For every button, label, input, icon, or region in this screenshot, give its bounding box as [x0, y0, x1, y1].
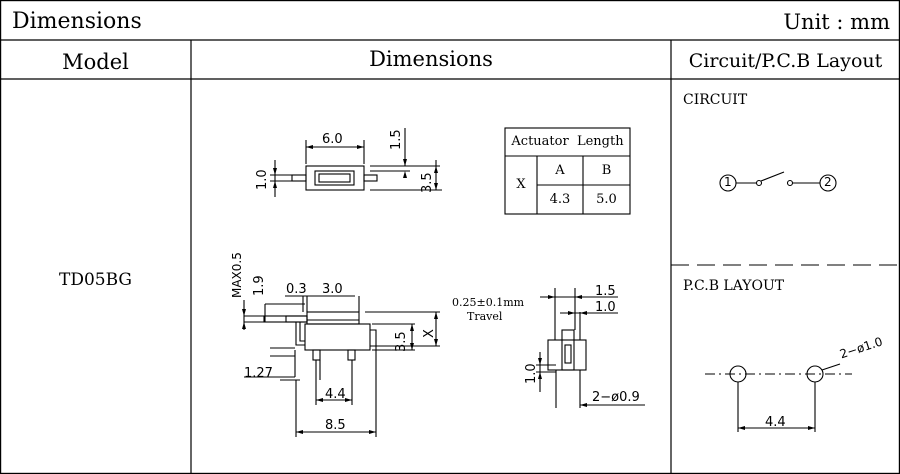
dim-width-label: 6.0	[322, 132, 343, 147]
circuit-symbol	[719, 171, 837, 192]
column-header-dimensions: Dimensions	[369, 47, 493, 71]
end-view-arrows	[538, 295, 587, 407]
travel-label: Travel	[467, 310, 503, 323]
column-header-circuit: Circuit/P.C.B Layout	[688, 50, 883, 72]
dim-03-label: 0.3	[286, 282, 307, 297]
pcb-arrows	[738, 426, 815, 430]
circuit-pin1: 1	[724, 175, 732, 189]
end-dim-10v-label: 1.0	[524, 363, 539, 384]
dim-x-label: X	[422, 329, 437, 338]
circuit-label: CIRCUIT	[683, 92, 748, 108]
actuator-table-grid	[504, 127, 631, 215]
dim-85-label: 8.5	[325, 418, 346, 433]
dim-left-label: 1.0	[255, 169, 270, 190]
end-dim-10-label: 1.0	[595, 300, 616, 315]
circuit-pin2: 2	[824, 175, 832, 189]
actuator-col-b: B	[601, 163, 612, 178]
header-title: Dimensions	[12, 9, 142, 34]
actuator-table-title: Actuator Length	[511, 134, 624, 149]
unit-label: Unit : mm	[783, 10, 890, 34]
pcb-label: P.C.B LAYOUT	[683, 278, 785, 294]
pcb-layout-drawing	[705, 363, 852, 432]
top-view-arrows	[273, 145, 438, 190]
side-view-drawing	[243, 295, 440, 437]
dim-35-label: 3.5	[394, 331, 409, 352]
actuator-row-label: X	[516, 177, 526, 192]
side-view-arrows	[242, 309, 438, 434]
travel-value: 0.25±0.1mm	[452, 296, 525, 309]
dim-44-label: 4.4	[325, 387, 346, 402]
dim-top-label: 1.5	[389, 129, 404, 150]
model-name: TD05BG	[59, 270, 132, 290]
actuator-val-b: 5.0	[596, 192, 617, 207]
end-dim-holes-label: 2−ø0.9	[592, 390, 640, 405]
dim-height-label: 3.5	[420, 172, 435, 193]
dim-max-label: MAX0.5	[230, 252, 244, 298]
end-dim-15-label: 1.5	[595, 284, 616, 299]
dim-19-label: 1.9	[252, 275, 267, 296]
actuator-val-a: 4.3	[549, 192, 571, 207]
actuator-col-a: A	[555, 163, 565, 178]
top-view-drawing	[270, 128, 442, 197]
column-header-model: Model	[62, 50, 129, 74]
dim-30-label: 3.0	[322, 282, 343, 297]
dim-127-label: 1.27	[244, 366, 273, 381]
pcb-spacing-label: 4.4	[765, 415, 786, 430]
